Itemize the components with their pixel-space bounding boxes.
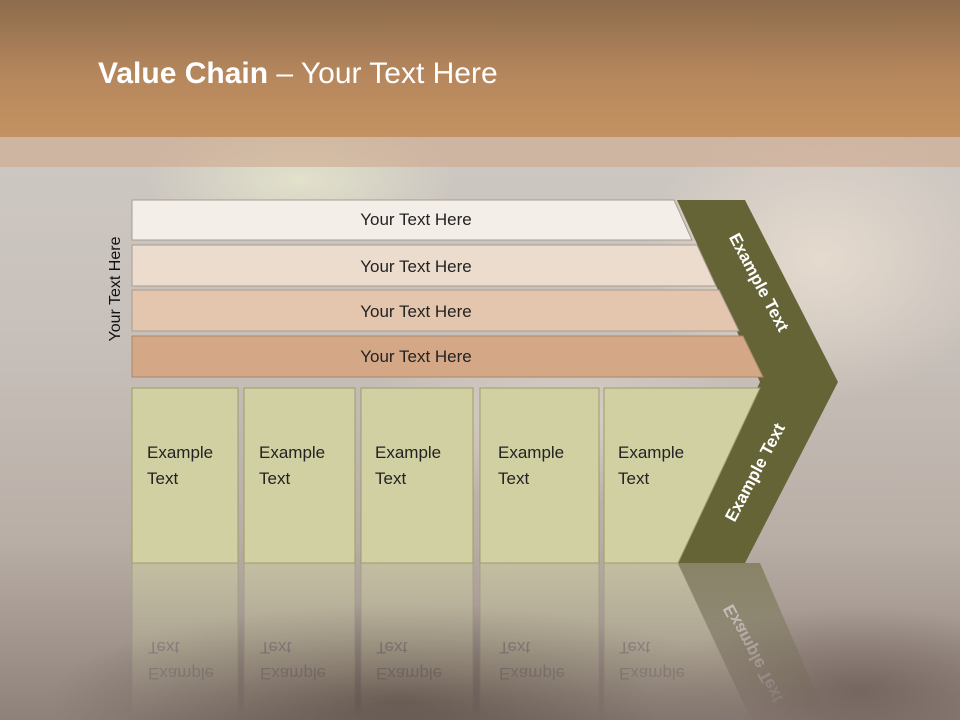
- row-3-label: Your Text Here: [360, 302, 472, 321]
- slide-title-rest: – Your Text Here: [268, 57, 498, 90]
- reflection-chevron: [678, 563, 828, 720]
- row-4-label: Your Text Here: [360, 347, 472, 366]
- title-bar: [0, 0, 960, 137]
- cell-4-line2: Text: [498, 469, 529, 488]
- title-bar-band: [0, 137, 960, 167]
- cell-2-line2: Text: [259, 469, 290, 488]
- reflection-text-3b: Text: [376, 638, 407, 657]
- reflection-cell-1: [131, 562, 239, 720]
- reflection-text-5b: Text: [619, 638, 650, 657]
- reflection-text-4: Example: [499, 664, 565, 683]
- cell-3-line1: Example: [375, 443, 441, 462]
- reflection-cell-3: [360, 562, 474, 720]
- reflection-text-3: Example: [376, 664, 442, 683]
- rows: Your Text Here Your Text Here Your Text …: [131, 199, 764, 378]
- cell-3[interactable]: [360, 387, 474, 564]
- row-1-label: Your Text Here: [360, 210, 472, 229]
- slide-title: Value Chain – Your Text Here: [98, 56, 498, 96]
- reflection: Example Text Example Text Example Text E…: [131, 562, 828, 720]
- cell-1[interactable]: [131, 387, 239, 564]
- cell-2-line1: Example: [259, 443, 325, 462]
- cell-5[interactable]: [603, 387, 761, 564]
- row-3[interactable]: [131, 289, 740, 332]
- row-4[interactable]: [131, 335, 764, 378]
- reflection-text-2: Example: [260, 664, 326, 683]
- reflection-text-1b: Text: [148, 638, 179, 657]
- row-1[interactable]: [131, 199, 693, 241]
- chevron-arrow: [677, 200, 838, 563]
- reflection-text-5: Example: [619, 664, 685, 683]
- cell-5-line2: Text: [618, 469, 649, 488]
- cell-4-line1: Example: [498, 443, 564, 462]
- slide-title-bold: Value Chain: [98, 57, 269, 90]
- reflection-cell-4: [479, 562, 600, 720]
- cell-5-line1: Example: [618, 443, 684, 462]
- cell-1-line2: Text: [147, 469, 178, 488]
- reflection-text-1: Example: [148, 664, 214, 683]
- cell-4[interactable]: [479, 387, 600, 564]
- cells: Example Text Example Text Example Text E…: [131, 387, 761, 564]
- cell-2[interactable]: [243, 387, 356, 564]
- row-2-label: Your Text Here: [360, 257, 472, 276]
- row-2[interactable]: [131, 244, 717, 287]
- reflection-text-4b: Text: [499, 638, 530, 657]
- cell-1-line1: Example: [147, 443, 213, 462]
- reflection-text-2b: Text: [260, 638, 291, 657]
- cell-3-line2: Text: [375, 469, 406, 488]
